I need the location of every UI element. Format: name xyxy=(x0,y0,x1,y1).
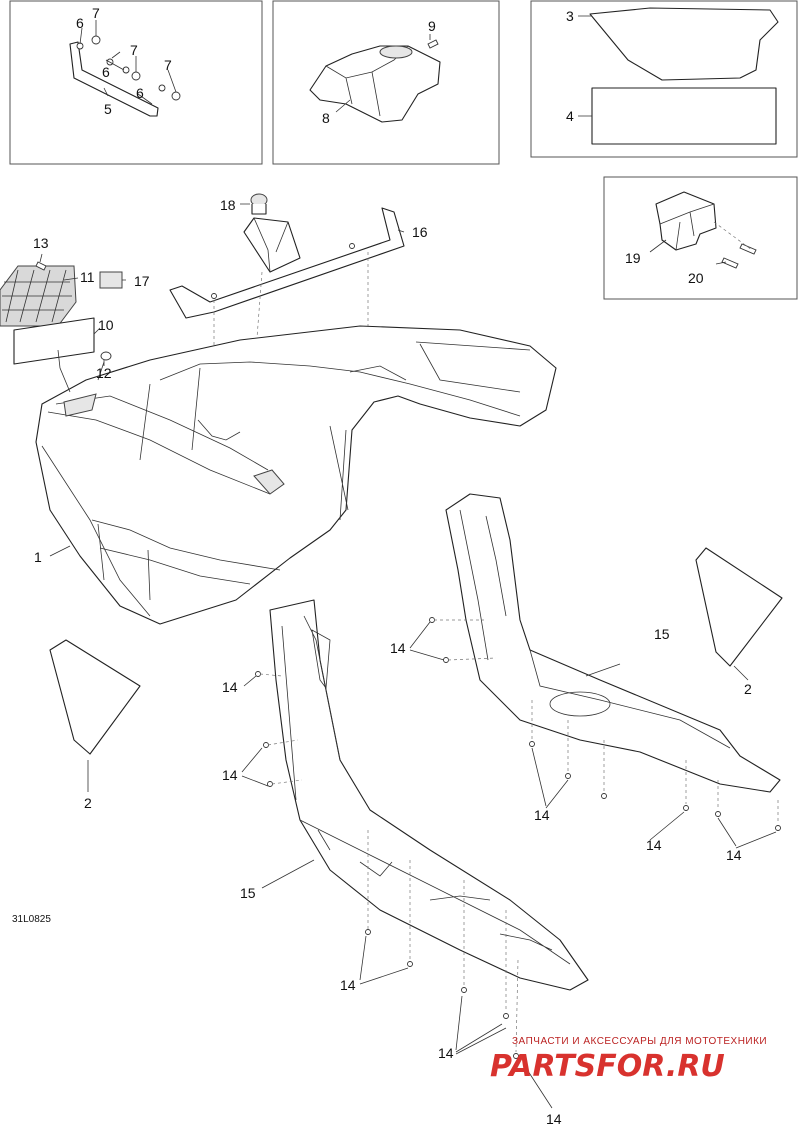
inset-box-cover xyxy=(272,0,500,165)
side-panel-right xyxy=(695,547,783,681)
side-panel-left xyxy=(49,639,141,792)
inset-box-bracket xyxy=(603,176,798,300)
callout-6-low: 6 xyxy=(136,85,144,101)
callout-17: 17 xyxy=(134,273,150,289)
callout-7-top: 7 xyxy=(92,5,100,21)
callout-6-top: 6 xyxy=(76,15,84,31)
callout-14-g: 14 xyxy=(340,977,356,993)
callout-2-left: 2 xyxy=(84,795,92,811)
lower-panel-left xyxy=(241,599,589,1109)
callout-6-mid: 6 xyxy=(102,64,110,80)
inset-box-decals xyxy=(530,0,798,158)
callout-8: 8 xyxy=(322,110,330,126)
callout-14-e: 14 xyxy=(646,837,662,853)
rail-part xyxy=(169,193,405,431)
callout-20: 20 xyxy=(688,270,704,286)
callout-7-mid: 7 xyxy=(130,42,138,58)
decal-parts xyxy=(578,7,779,145)
callout-2-right: 2 xyxy=(744,681,752,697)
watermark: ЗАПЧАСТИ И АКСЕССУАРЫ ДЛЯ МОТОТЕХНИКИ PA… xyxy=(490,1036,767,1084)
small-parts-left xyxy=(0,253,126,366)
cover-part xyxy=(309,34,441,123)
callout-18: 18 xyxy=(220,197,236,213)
callout-labels: 1 2 2 3 4 5 6 6 6 7 7 7 8 9 10 11 12 13 … xyxy=(33,5,752,1127)
callout-11: 11 xyxy=(80,269,95,285)
callout-13: 13 xyxy=(33,235,49,251)
callout-10: 10 xyxy=(98,317,114,333)
main-body-part xyxy=(35,325,557,625)
trim-strip-part xyxy=(69,20,181,117)
callout-14-i: 14 xyxy=(546,1111,562,1127)
inset-box-trim-strip xyxy=(9,0,263,165)
callout-1: 1 xyxy=(34,549,42,565)
callout-4: 4 xyxy=(566,108,574,124)
callout-14-c: 14 xyxy=(222,767,238,783)
watermark-tagline: ЗАПЧАСТИ И АКСЕССУАРЫ ДЛЯ МОТОТЕХНИКИ xyxy=(512,1036,767,1047)
watermark-brand: PARTSFOR.RU xyxy=(490,1049,725,1084)
callout-14-a: 14 xyxy=(390,640,406,656)
callout-12: 12 xyxy=(96,365,112,381)
lower-panel-right xyxy=(409,493,781,849)
diagram-code: 31L0825 xyxy=(12,914,51,925)
callout-15-left: 15 xyxy=(240,885,256,901)
callout-14-b: 14 xyxy=(222,679,238,695)
callout-14-d: 14 xyxy=(534,807,550,823)
callout-9: 9 xyxy=(428,18,436,34)
callout-7-low: 7 xyxy=(164,57,172,73)
callout-3: 3 xyxy=(566,8,574,24)
callout-15-right: 15 xyxy=(654,626,670,642)
callout-14-f: 14 xyxy=(726,847,742,863)
callout-19: 19 xyxy=(625,250,641,266)
bracket-part xyxy=(649,191,757,269)
callout-16: 16 xyxy=(412,224,428,240)
callout-14-h: 14 xyxy=(438,1045,454,1061)
callout-5: 5 xyxy=(104,101,112,117)
